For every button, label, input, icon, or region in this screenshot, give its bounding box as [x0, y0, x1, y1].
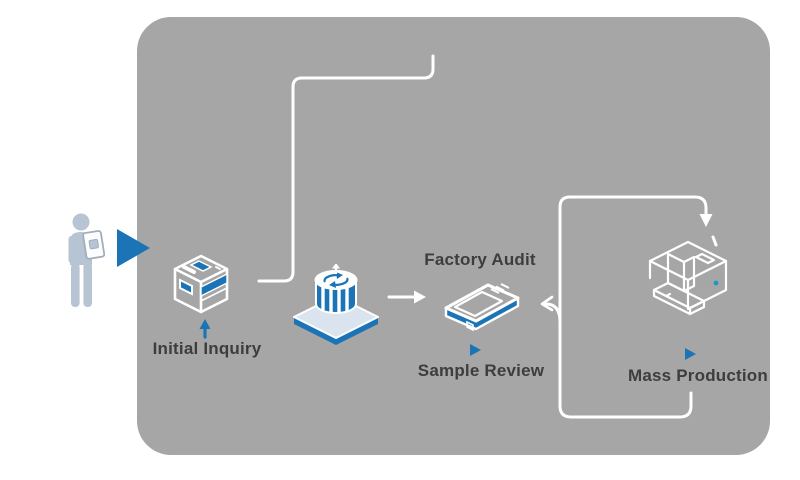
factory-turntable-icon: [293, 264, 379, 345]
person-holding-document-icon: [68, 213, 106, 307]
entry-play-triangle-icon: [117, 229, 150, 267]
process-panel: [137, 17, 770, 455]
step-label-factory-audit: Factory Audit: [424, 250, 536, 269]
printer-3d-icon: [648, 240, 728, 316]
step-label-mass-production: Mass Production: [628, 366, 768, 385]
sample-report-icon: [444, 283, 520, 332]
step-label-sample-review: Sample Review: [417, 361, 545, 380]
inquiry-machine-icon: [173, 254, 229, 314]
step-label-initial-inquiry: Initial Inquiry: [152, 339, 262, 358]
